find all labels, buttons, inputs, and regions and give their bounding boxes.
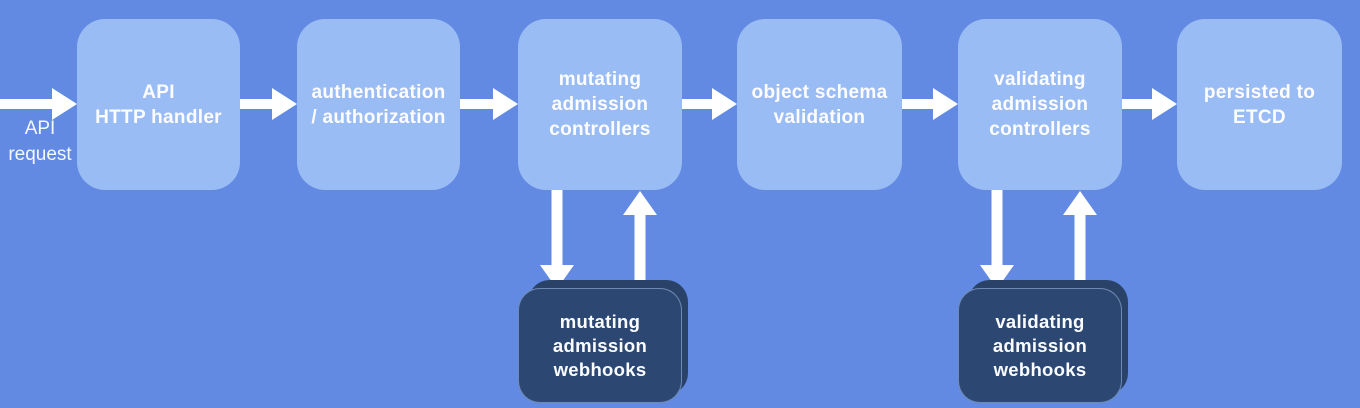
node-object-schema-validation: object schema validation	[737, 19, 902, 190]
arrow-shaft	[1074, 214, 1086, 288]
arrow-shaft	[240, 99, 274, 109]
arrow-head-icon	[1152, 88, 1177, 120]
webhook-stack-validating: validating admission webhooks	[958, 280, 1132, 403]
node-authentication-authorization: authentication / authorization	[297, 19, 460, 190]
flow-arrow	[240, 88, 297, 120]
arrow-shaft	[551, 190, 563, 266]
arrow-shaft	[682, 99, 714, 109]
flow-arrow	[460, 88, 518, 120]
flow-arrow	[902, 88, 958, 120]
node-api-http-handler: API HTTP handler	[77, 19, 240, 190]
arrow-head-icon	[712, 88, 737, 120]
node-label: API HTTP handler	[95, 81, 222, 128]
arrow-shaft	[1122, 99, 1154, 109]
arrow-head-icon	[272, 88, 297, 120]
api-request-label: API request	[8, 118, 72, 165]
node-label: mutating admission controllers	[549, 69, 651, 140]
node-label: authentication / authorization	[311, 81, 446, 128]
node-label: validating admission controllers	[989, 69, 1091, 140]
webhook-label: mutating admission webhooks	[552, 310, 648, 380]
webhook-stack-mutating: mutating admission webhooks	[518, 280, 692, 403]
webhook-mutating-admission-webhooks: mutating admission webhooks	[518, 288, 682, 403]
webhook-down-arrow	[539, 190, 575, 289]
arrow-shaft	[991, 190, 1003, 266]
node-persisted-to-etcd: persisted to ETCD	[1177, 19, 1342, 190]
webhook-up-arrow	[1062, 191, 1098, 288]
arrow-head-icon	[623, 191, 657, 215]
flow-arrow-incoming	[0, 88, 77, 120]
arrow-shaft	[460, 99, 495, 109]
webhook-up-arrow	[622, 191, 658, 288]
node-label: object schema validation	[751, 81, 888, 128]
node-validating-admission-controllers: validating admission controllers	[958, 19, 1122, 190]
arrow-shaft	[634, 214, 646, 288]
flow-arrow	[1122, 88, 1177, 120]
node-mutating-admission-controllers: mutating admission controllers	[518, 19, 682, 190]
arrow-head-icon	[1063, 191, 1097, 215]
webhook-down-arrow	[979, 190, 1015, 289]
node-label: persisted to ETCD	[1203, 81, 1316, 128]
arrow-head-icon	[52, 88, 77, 120]
arrow-shaft	[0, 99, 54, 109]
arrow-head-icon	[493, 88, 518, 120]
flow-arrow	[682, 88, 737, 120]
webhook-label: validating admission webhooks	[992, 310, 1088, 380]
arrow-head-icon	[933, 88, 958, 120]
arrow-shaft	[902, 99, 935, 109]
webhook-validating-admission-webhooks: validating admission webhooks	[958, 288, 1122, 403]
